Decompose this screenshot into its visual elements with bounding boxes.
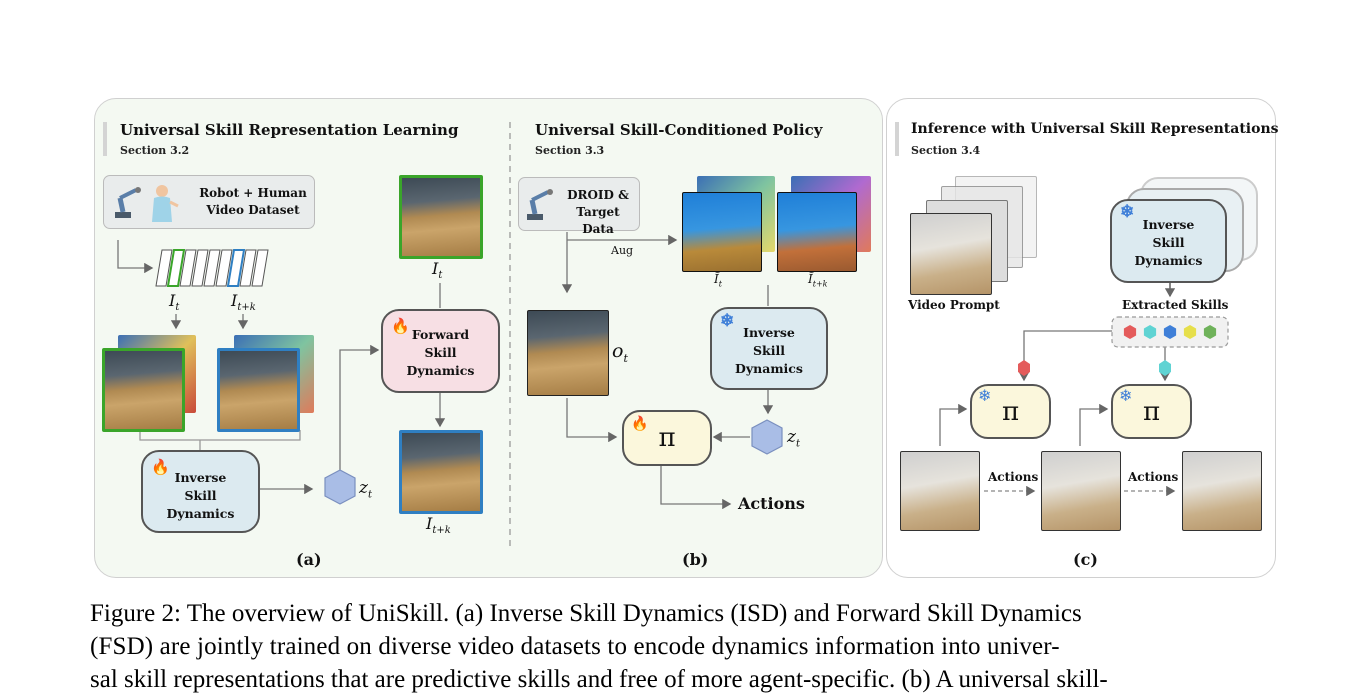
- it-tilde-label: Ĩt: [714, 272, 722, 289]
- actions-label-b: Actions: [738, 494, 805, 513]
- z-hexagon-b: [751, 419, 783, 455]
- frame-it-label: It: [169, 291, 180, 314]
- isd-b-label: Inverse Skill Dynamics: [735, 324, 803, 376]
- skill-hex-red: [1018, 360, 1030, 376]
- panel-a-label: (a): [296, 550, 322, 569]
- header-bar-a: [103, 122, 107, 156]
- panel-c-label: (c): [1073, 550, 1098, 569]
- arrow-dataset-frames: [117, 240, 154, 274]
- z-label-a: zt: [359, 478, 372, 501]
- top-img-label: It: [432, 259, 443, 282]
- isd-box-a: 🔥 Inverse Skill Dynamics: [141, 450, 260, 533]
- robot-scene-3: [1182, 451, 1262, 531]
- frame-itk-label: It+k: [231, 291, 256, 314]
- skill-hex-cyan: [1159, 360, 1171, 376]
- pi-box-b: 🔥 π: [622, 410, 712, 466]
- isd-box-c: ❄ Inverse Skill Dynamics: [1110, 199, 1227, 283]
- obs-label: ot: [612, 340, 628, 365]
- z-hexagon-a: [324, 469, 356, 505]
- pi-box-c2: ❄ π: [1111, 384, 1192, 439]
- skill-hex-4: [1203, 325, 1217, 339]
- panel-b-section: Section 3.3: [535, 144, 605, 157]
- skill-hex-3: [1183, 325, 1197, 339]
- fire-icon-a: 🔥: [151, 458, 170, 476]
- frame-strip: [155, 249, 269, 287]
- dataset-box: Robot + Human Video Dataset: [103, 175, 315, 229]
- itk-tilde-label: Ĩt+k: [808, 272, 828, 289]
- bottom-img-label: It+k: [426, 514, 451, 537]
- fire-icon-pi: 🔥: [631, 416, 649, 432]
- caption-line-3: sal skill representations that are predi…: [90, 666, 1108, 693]
- extracted-skills-label: Extracted Skills: [1122, 298, 1229, 312]
- image-it-top: [399, 175, 483, 259]
- actions-label-c1: Actions: [988, 470, 1039, 484]
- aug-label: Aug: [611, 244, 634, 257]
- pi-c2-label: π: [1142, 396, 1161, 427]
- merge-lines: [139, 430, 301, 450]
- robot-arm-icon-b: [524, 186, 558, 222]
- skill-hexagons: [1123, 325, 1217, 339]
- z-label-b: zt: [787, 427, 800, 450]
- header-bar-c: [895, 122, 899, 156]
- fire-icon-fsd: 🔥: [391, 317, 410, 335]
- snowflake-icon-c: ❄: [1120, 202, 1135, 222]
- skill-hex-0: [1123, 325, 1137, 339]
- panel-c-section: Section 3.4: [911, 144, 981, 157]
- arrow-skills-pi1: [1018, 330, 1112, 382]
- panel-c-title: Inference with Universal Skill Represent…: [911, 121, 1279, 137]
- fsd-label: Forward Skill Dynamics: [406, 327, 475, 378]
- actions-label-c2: Actions: [1128, 470, 1179, 484]
- isd-a-label: Inverse Skill Dynamics: [166, 469, 235, 521]
- video-frame-1: [910, 213, 992, 295]
- arrow-img1-pi1: [939, 403, 968, 446]
- pi-c1-label: π: [1001, 396, 1020, 427]
- fsd-box: 🔥 Forward Skill Dynamics: [381, 309, 500, 393]
- robot-scene-2: [1041, 451, 1121, 531]
- image-itk-bottom: [399, 430, 483, 514]
- image-itk-blue: [217, 348, 300, 432]
- arrow-z-fsd: [339, 344, 380, 470]
- arrow-img2-pi2: [1079, 403, 1109, 446]
- arrow-obs-pi: [566, 398, 618, 443]
- snowflake-icon-pi1: ❄: [978, 386, 992, 405]
- human-icon: [148, 182, 180, 224]
- aug-image-2: [777, 192, 857, 272]
- skill-hex-1: [1143, 325, 1157, 339]
- snowflake-icon-b: ❄: [720, 311, 735, 331]
- panel-a-title: Universal Skill Representation Learning: [120, 121, 459, 139]
- image-it-green: [102, 348, 185, 432]
- robot-arm-icon: [112, 184, 146, 220]
- pi-box-c1: ❄ π: [970, 384, 1051, 439]
- caption-line-1: Figure 2: The overview of UniSkill. (a) …: [90, 600, 1082, 627]
- isd-box-b: ❄ Inverse Skill Dynamics: [710, 307, 828, 390]
- robot-scene-1: [900, 451, 980, 531]
- video-prompt-label: Video Prompt: [908, 298, 1000, 312]
- isd-c-label: Inverse Skill Dynamics: [1134, 217, 1203, 268]
- panel-b-title: Universal Skill-Conditioned Policy: [535, 121, 823, 139]
- skill-hex-2: [1163, 325, 1177, 339]
- panel-b-label: (b): [682, 550, 709, 569]
- arrow-pi-actions: [660, 464, 732, 510]
- aug-image-1: [682, 192, 762, 272]
- obs-image: [527, 310, 609, 396]
- dataset-label: Robot + Human Video Dataset: [199, 186, 307, 217]
- diagram-connectors: [117, 122, 1229, 548]
- caption-line-2: (FSD) are jointly trained on diverse vid…: [90, 633, 1060, 660]
- pi-b-label: π: [658, 423, 676, 453]
- panel-a-section: Section 3.2: [120, 144, 190, 157]
- droid-label: DROID & Target Data: [567, 188, 629, 236]
- snowflake-icon-pi2: ❄: [1119, 386, 1133, 405]
- droid-box: DROID & Target Data: [518, 177, 640, 236]
